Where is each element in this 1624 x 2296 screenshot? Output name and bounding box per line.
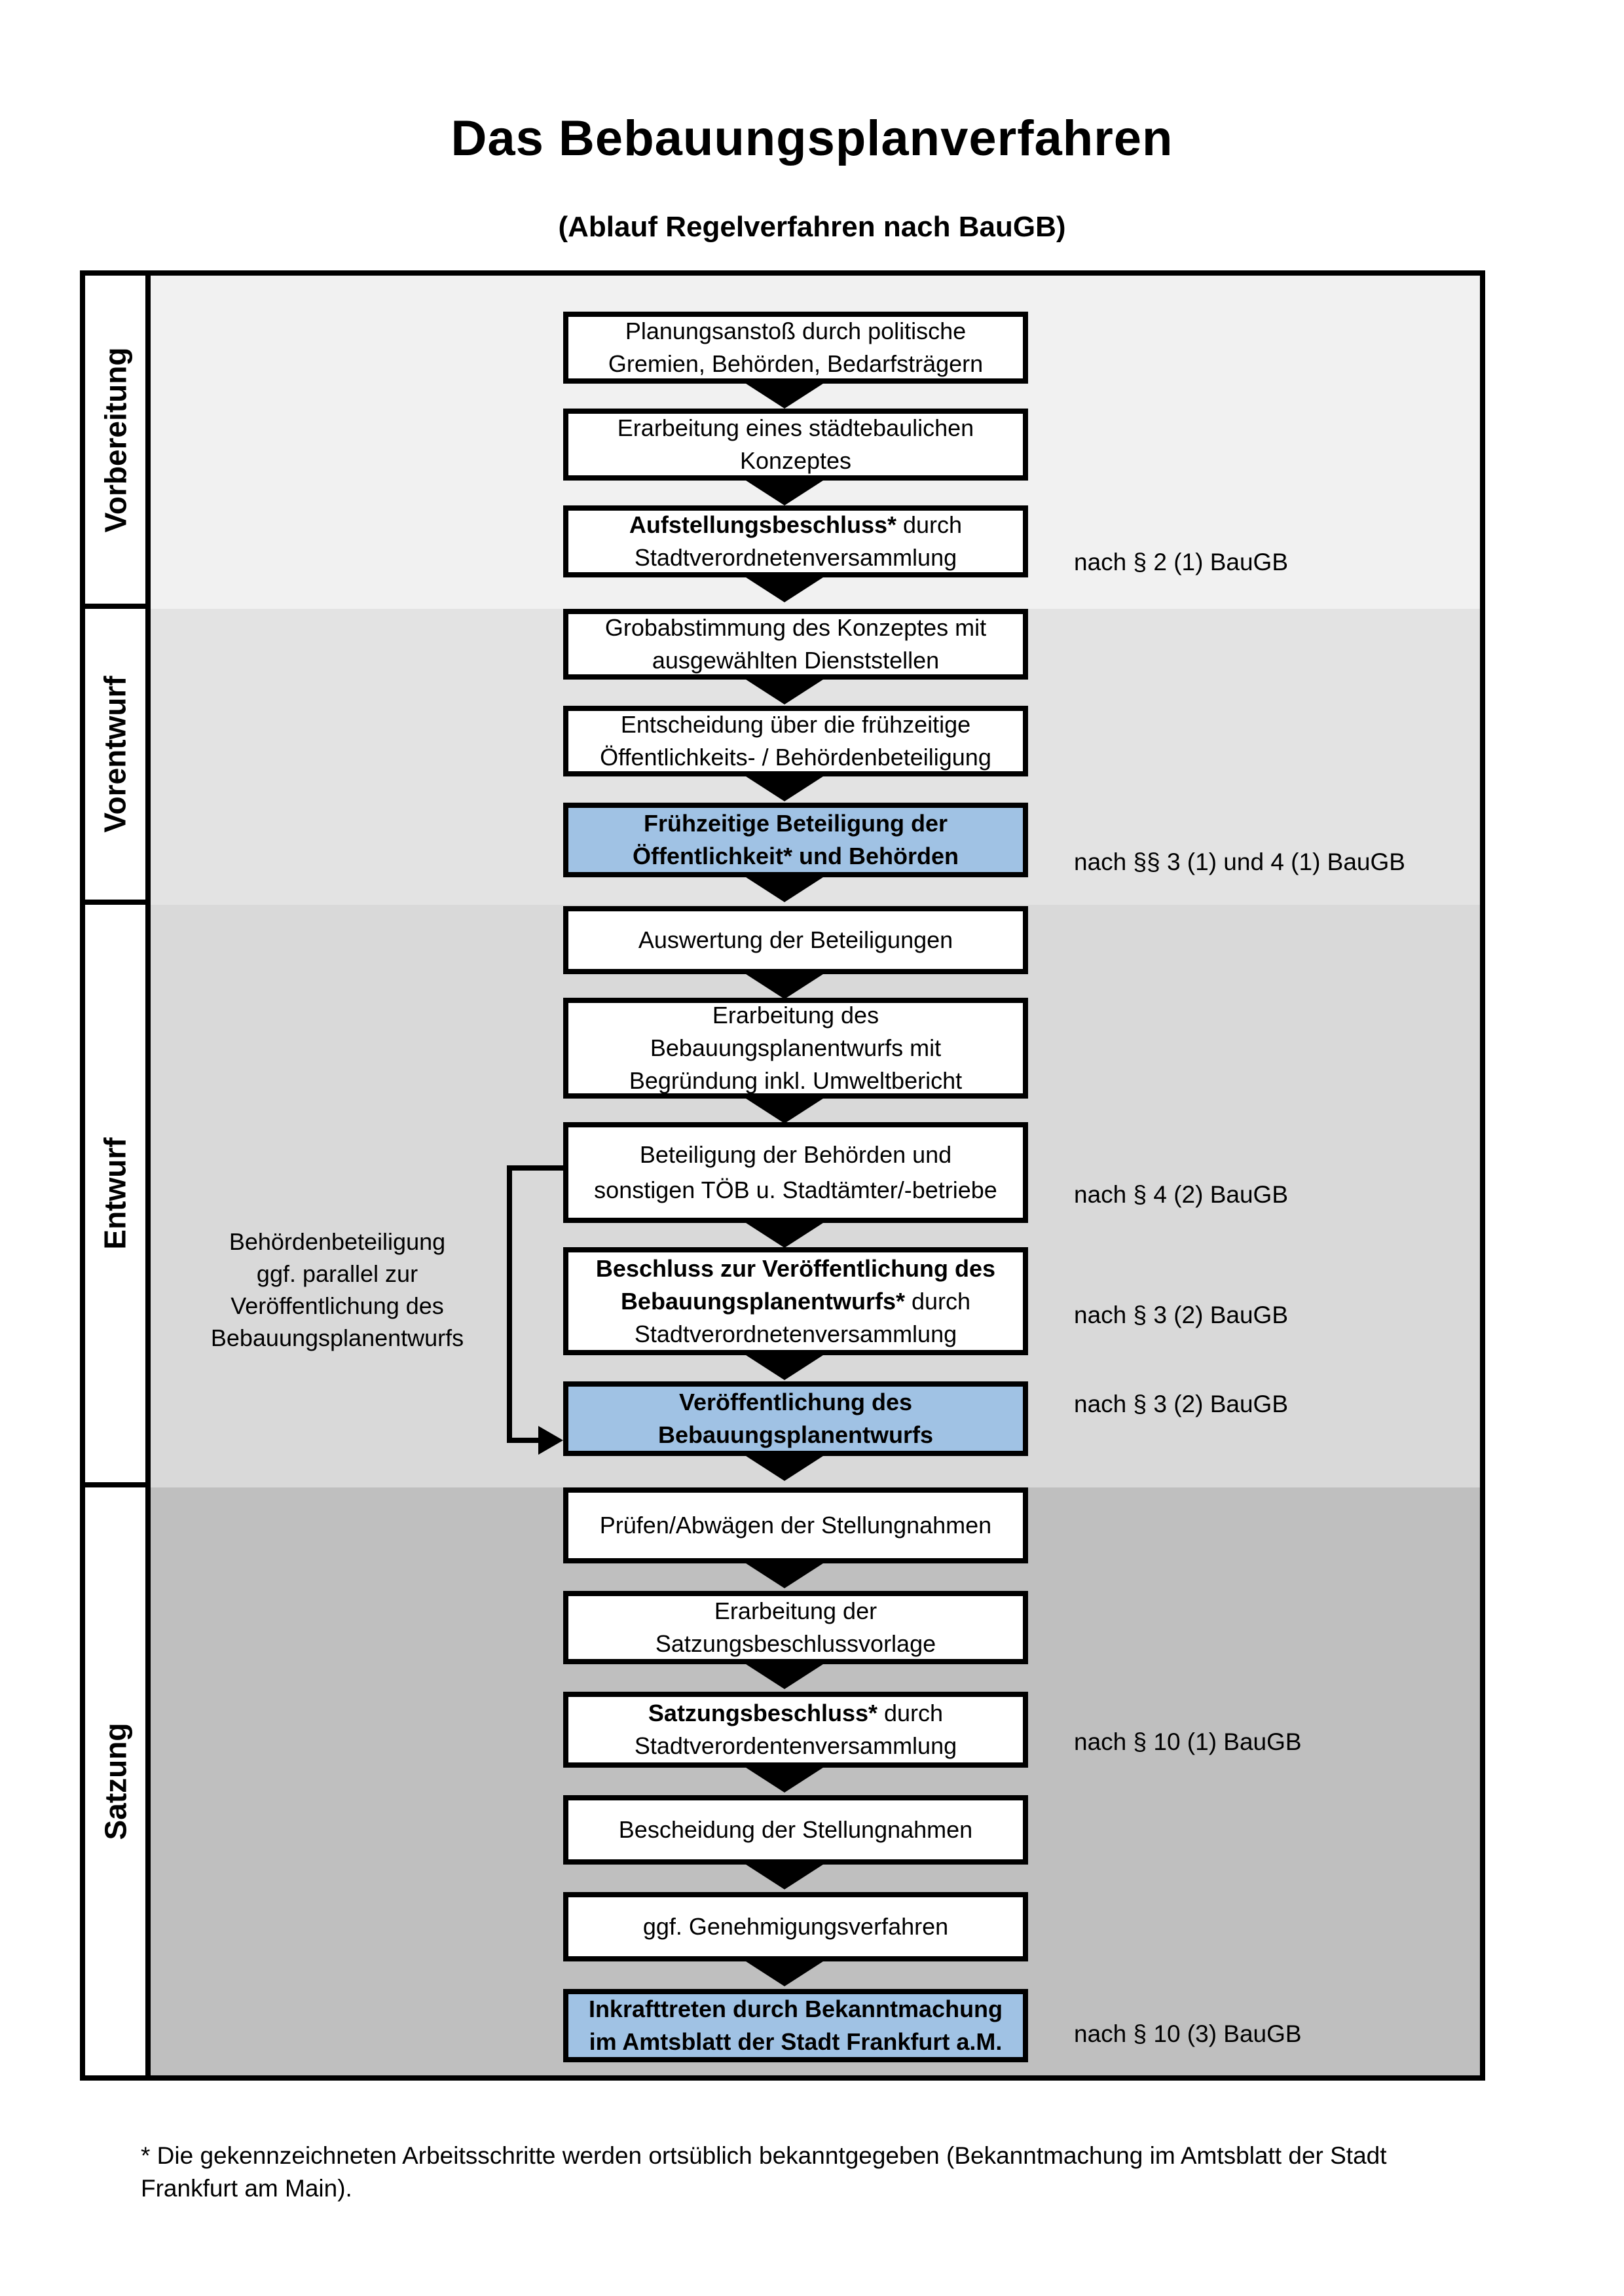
parallel-note-line: Veröffentlichung des bbox=[231, 1292, 444, 1319]
flow-arrow-icon bbox=[744, 479, 825, 505]
flow-arrow-icon bbox=[744, 382, 825, 409]
parallel-connector-line bbox=[507, 1165, 512, 1443]
flow-arrow-icon bbox=[744, 775, 825, 801]
box-genehmigungsverfahren: ggf. Genehmigungsverfahren bbox=[563, 1892, 1028, 1961]
parallel-note-line: ggf. parallel zur bbox=[256, 1260, 418, 1287]
flow-arrow-icon bbox=[744, 576, 825, 602]
parallel-note-line: Behördenbeteiligung bbox=[229, 1228, 446, 1255]
flow-arrow-icon bbox=[744, 1097, 825, 1123]
flow-arrow-icon bbox=[744, 1863, 825, 1889]
parallel-note: Behördenbeteiligung ggf. parallel zur Ve… bbox=[193, 1226, 481, 1354]
flow-arrow-icon bbox=[744, 1960, 825, 1986]
parallel-connector-line bbox=[507, 1438, 542, 1443]
phase-label-vorentwurf: Vorentwurf bbox=[85, 609, 151, 905]
phase-label-vorbereitung: Vorbereitung bbox=[85, 276, 151, 609]
parallel-connector-arrowhead-icon bbox=[538, 1426, 563, 1455]
parallel-note-line: Bebauungsplanentwurfs bbox=[210, 1324, 464, 1351]
page-title: Das Bebauungsplanverfahren bbox=[451, 111, 1173, 166]
phase-label-satzung: Satzung bbox=[85, 1487, 151, 2075]
legal-reference: nach § 10 (1) BauGB bbox=[1074, 1728, 1302, 1755]
flow-arrow-icon bbox=[744, 973, 825, 999]
phase-label-text: Satzung bbox=[98, 1722, 133, 1840]
page-subtitle: (Ablauf Regelverfahren nach BauGB) bbox=[558, 211, 1066, 243]
legal-reference: nach § 2 (1) BauGB bbox=[1074, 549, 1289, 575]
legal-reference: nach § 10 (3) BauGB bbox=[1074, 2020, 1302, 2047]
flow-arrow-icon bbox=[744, 1562, 825, 1588]
legal-reference: nach § 3 (2) BauGB bbox=[1074, 1302, 1289, 1328]
phase-label-text: Vorbereitung bbox=[98, 347, 133, 532]
box-pruefen-abwaegen: Prüfen/Abwägen der Stellungnahmen bbox=[563, 1487, 1028, 1563]
phase-label-entwurf: Entwurf bbox=[85, 905, 151, 1487]
phase-label-text: Vorentwurf bbox=[98, 676, 132, 833]
box-bescheidung-stellungnahmen: Bescheidung der Stellungnahmen bbox=[563, 1795, 1028, 1865]
footnote: * Die gekennzeichneten Arbeitsschritte w… bbox=[141, 2142, 1387, 2202]
flow-arrow-icon bbox=[744, 1455, 825, 1481]
legal-reference: nach § 4 (2) BauGB bbox=[1074, 1181, 1289, 1208]
flow-arrow-icon bbox=[744, 1663, 825, 1689]
flow-arrow-icon bbox=[744, 1354, 825, 1380]
parallel-connector-line bbox=[507, 1165, 564, 1171]
flow-arrow-icon bbox=[744, 678, 825, 704]
legal-reference: nach §§ 3 (1) und 4 (1) BauGB bbox=[1074, 848, 1405, 875]
flow-arrow-icon bbox=[744, 876, 825, 902]
phase-label-text: Entwurf bbox=[98, 1137, 133, 1250]
box-auswertung-beteiligungen: Auswertung der Beteiligungen bbox=[563, 906, 1028, 974]
flow-arrow-icon bbox=[744, 1766, 825, 1793]
legal-reference: nach § 3 (2) BauGB bbox=[1074, 1391, 1289, 1417]
flow-arrow-icon bbox=[744, 1222, 825, 1248]
